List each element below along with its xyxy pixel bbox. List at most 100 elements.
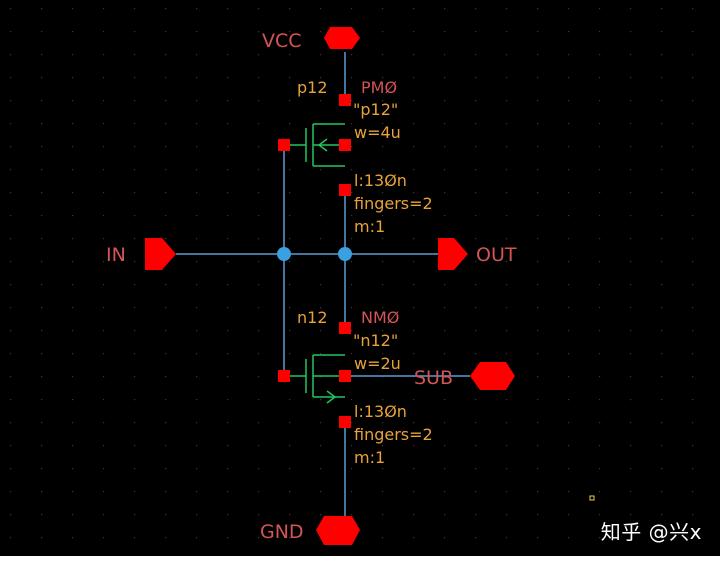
grid-dot bbox=[227, 353, 229, 355]
grid-dot bbox=[351, 261, 353, 263]
grid-dot bbox=[103, 468, 105, 470]
pmos-instance-label: PMØ bbox=[361, 78, 397, 97]
grid-dot bbox=[692, 238, 694, 240]
grid-dot bbox=[661, 537, 663, 539]
grid-dot bbox=[382, 100, 384, 102]
grid-dot bbox=[506, 261, 508, 263]
grid-dot bbox=[165, 468, 167, 470]
in-terminal-icon[interactable] bbox=[145, 238, 176, 270]
nmos-transistor[interactable] bbox=[290, 354, 345, 404]
grid-dot bbox=[10, 422, 12, 424]
grid-dot bbox=[630, 514, 632, 516]
grid-dot bbox=[72, 514, 74, 516]
grid-dot bbox=[320, 399, 322, 401]
grid-dot bbox=[72, 54, 74, 56]
grid-dot bbox=[196, 330, 198, 332]
grid-dot bbox=[475, 123, 477, 125]
grid-dot bbox=[72, 284, 74, 286]
grid-dot bbox=[258, 77, 260, 79]
grid-dot bbox=[413, 261, 415, 263]
grid-dot bbox=[227, 54, 229, 56]
grid-dot bbox=[258, 192, 260, 194]
grid-dot bbox=[692, 330, 694, 332]
grid-dot bbox=[599, 284, 601, 286]
grid-dot bbox=[72, 146, 74, 148]
grid-dot bbox=[382, 491, 384, 493]
grid-dot bbox=[537, 31, 539, 33]
vcc-terminal-icon[interactable] bbox=[324, 27, 360, 49]
grid-dot bbox=[289, 31, 291, 33]
grid-dot bbox=[72, 468, 74, 470]
grid-dot bbox=[72, 77, 74, 79]
grid-dot bbox=[506, 422, 508, 424]
pmos-gate-pin[interactable] bbox=[278, 139, 290, 151]
grid-dot bbox=[41, 376, 43, 378]
grid-dot bbox=[196, 123, 198, 125]
nmos-model-label: n12 bbox=[297, 308, 328, 327]
nmos-source-pin[interactable] bbox=[339, 416, 351, 428]
grid-dot bbox=[258, 31, 260, 33]
grid-dot bbox=[10, 169, 12, 171]
grid-dot bbox=[599, 100, 601, 102]
sub-label: SUB bbox=[414, 367, 453, 389]
grid-dot bbox=[537, 192, 539, 194]
grid-dot bbox=[258, 8, 260, 10]
grid-dot bbox=[227, 100, 229, 102]
grid-dot bbox=[444, 192, 446, 194]
grid-dot bbox=[630, 261, 632, 263]
grid-dot bbox=[289, 514, 291, 516]
grid-dot bbox=[599, 376, 601, 378]
out-terminal-icon[interactable] bbox=[438, 238, 468, 270]
grid-dot bbox=[165, 445, 167, 447]
grid-dot bbox=[289, 445, 291, 447]
grid-dot bbox=[72, 376, 74, 378]
grid-dot bbox=[630, 238, 632, 240]
out-junction-dot[interactable] bbox=[338, 247, 352, 261]
grid-dot bbox=[351, 284, 353, 286]
grid-dot bbox=[413, 537, 415, 539]
grid-dot bbox=[41, 100, 43, 102]
grid-dot bbox=[382, 146, 384, 148]
terminal-labels: VCC GND IN OUT SUB bbox=[106, 30, 517, 543]
grid-dot bbox=[692, 468, 694, 470]
nmos-drain-pin[interactable] bbox=[339, 322, 351, 334]
grid-dot bbox=[258, 514, 260, 516]
grid-dot bbox=[351, 238, 353, 240]
grid-dot bbox=[10, 491, 12, 493]
grid-dot bbox=[661, 146, 663, 148]
gate-junction-dot[interactable] bbox=[277, 247, 291, 261]
grid-dot bbox=[661, 192, 663, 194]
grid-dot bbox=[444, 330, 446, 332]
gnd-terminal-icon[interactable] bbox=[316, 516, 360, 545]
grid-dot bbox=[444, 215, 446, 217]
nmos-gate-pin[interactable] bbox=[278, 370, 290, 382]
grid-dot bbox=[227, 514, 229, 516]
grid-dot bbox=[444, 537, 446, 539]
sub-terminal-icon[interactable] bbox=[470, 362, 515, 390]
grid-dot bbox=[537, 77, 539, 79]
pmos-drain-pin[interactable] bbox=[339, 184, 351, 196]
grid-dot bbox=[568, 307, 570, 309]
nmos-multiplier: m:1 bbox=[354, 448, 385, 467]
grid-dot bbox=[537, 238, 539, 240]
grid-dot bbox=[41, 537, 43, 539]
grid-dot bbox=[475, 169, 477, 171]
pmos-body-pin[interactable] bbox=[339, 139, 351, 151]
grid-dot bbox=[382, 261, 384, 263]
grid-dot bbox=[165, 31, 167, 33]
grid-dot bbox=[506, 31, 508, 33]
grid-dot bbox=[134, 468, 136, 470]
instance-pins bbox=[278, 94, 351, 428]
grid-dot bbox=[41, 169, 43, 171]
junctions bbox=[277, 247, 352, 261]
grid-dot bbox=[537, 146, 539, 148]
grid-dot bbox=[444, 123, 446, 125]
grid-dot bbox=[351, 422, 353, 424]
nmos-body-pin[interactable] bbox=[339, 370, 351, 382]
grid-dot bbox=[103, 215, 105, 217]
pmos-transistor[interactable] bbox=[290, 123, 345, 167]
pmos-source-pin[interactable] bbox=[339, 94, 351, 106]
grid-dot bbox=[537, 54, 539, 56]
